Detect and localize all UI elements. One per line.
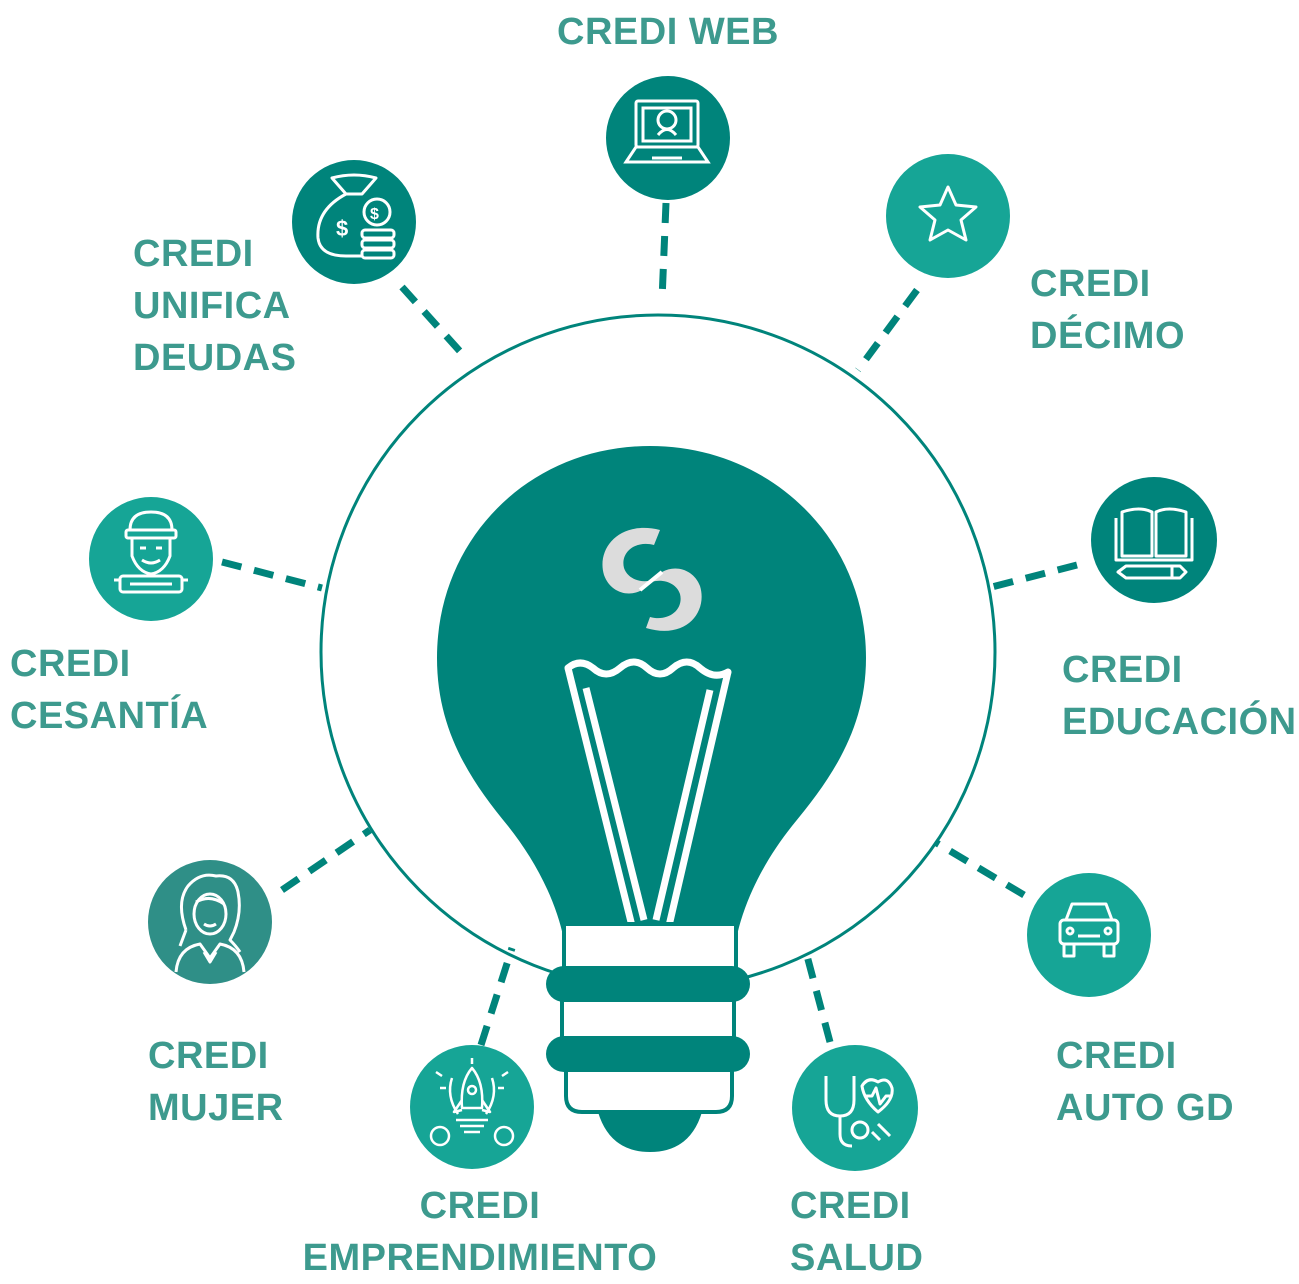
swirl-logo-icon xyxy=(602,527,702,631)
bulb-glass xyxy=(437,446,866,940)
label-mujer: CREDI MUJER xyxy=(148,1030,284,1134)
label-mujer-line2: MUJER xyxy=(148,1087,284,1129)
label-decimo-line1: CREDI xyxy=(1030,263,1151,305)
bulb-cap xyxy=(564,1068,734,1114)
laptop-user-icon xyxy=(623,99,711,164)
label-salud: CREDI SALUD xyxy=(790,1180,923,1284)
label-mujer-line1: CREDI xyxy=(148,1035,269,1077)
label-unifica: CREDI UNIFICA DEUDAS xyxy=(133,228,296,384)
connector-auto xyxy=(933,838,1026,899)
label-auto-line2: AUTO GD xyxy=(1056,1087,1235,1129)
svg-text:$: $ xyxy=(336,216,348,241)
node-decimo xyxy=(886,154,1010,278)
node-auto xyxy=(1027,873,1151,997)
bulb-ring-1 xyxy=(546,966,750,1002)
label-emprendimiento-line1: CREDI xyxy=(419,1185,541,1227)
rocket-bulb-icon xyxy=(429,1058,515,1147)
label-unifica-line1: CREDI xyxy=(133,233,254,275)
money-bag-coins-icon: $ $ xyxy=(316,173,396,260)
label-web-line1: CREDI xyxy=(557,11,678,53)
node-educacion xyxy=(1091,477,1217,603)
connector-web xyxy=(658,202,670,301)
label-emprendimiento: CREDI EMPRENDIMIENTO xyxy=(290,1180,670,1284)
label-unifica-line2: UNIFICA xyxy=(133,285,291,327)
label-cesantia-line2: CESANTÍA xyxy=(10,695,209,737)
label-emprendimiento-line2: EMPRENDIMIENTO xyxy=(302,1237,658,1279)
label-salud-line2: SALUD xyxy=(790,1237,924,1279)
connector-educacion xyxy=(987,561,1078,592)
connector-cesantia xyxy=(221,558,323,592)
label-auto: CREDI AUTO GD xyxy=(1056,1030,1234,1134)
bulb-neck xyxy=(562,922,738,976)
bulb-mid xyxy=(560,998,736,1042)
star-icon xyxy=(918,185,978,242)
label-web-line2: WEB xyxy=(688,11,779,53)
bulb-ring-2 xyxy=(546,1036,750,1072)
label-decimo-line2: DÉCIMO xyxy=(1030,315,1185,357)
label-educacion-line2: EDUCACIÓN xyxy=(1062,701,1297,743)
label-educacion-line1: CREDI xyxy=(1062,649,1183,691)
light-bulb-icon xyxy=(437,446,866,1152)
connector-salud xyxy=(802,951,834,1043)
svg-text:$: $ xyxy=(370,206,379,223)
worker-sign-icon xyxy=(114,510,188,594)
label-educacion: CREDI EDUCACIÓN xyxy=(1062,644,1297,748)
connector-emprendimiento xyxy=(477,946,516,1047)
label-web: CREDI WEB xyxy=(548,6,788,58)
woman-avatar-icon xyxy=(174,873,246,973)
label-salud-line1: CREDI xyxy=(790,1185,911,1227)
node-salud xyxy=(792,1045,918,1171)
label-cesantia: CREDI CESANTÍA xyxy=(10,638,208,742)
book-pencil-icon xyxy=(1114,507,1194,580)
connector-decimo xyxy=(855,287,920,373)
bulb-tip xyxy=(598,1112,702,1152)
node-mujer xyxy=(148,860,272,984)
connector-mujer xyxy=(280,827,372,893)
connectors xyxy=(221,202,1078,1047)
label-unifica-line3: DEUDAS xyxy=(133,337,297,379)
node-cesantia xyxy=(89,497,213,621)
filament-wave xyxy=(564,658,732,679)
node-unifica: $ $ xyxy=(292,160,416,284)
node-emprendimiento xyxy=(410,1045,534,1169)
node-web xyxy=(606,76,730,200)
filament-inner xyxy=(582,687,714,921)
car-icon xyxy=(1058,902,1120,958)
label-auto-line1: CREDI xyxy=(1056,1035,1177,1077)
label-decimo: CREDI DÉCIMO xyxy=(1030,258,1185,362)
connector-unifica xyxy=(399,284,469,361)
stethoscope-heart-icon xyxy=(824,1076,894,1148)
label-cesantia-line1: CREDI xyxy=(10,643,131,685)
